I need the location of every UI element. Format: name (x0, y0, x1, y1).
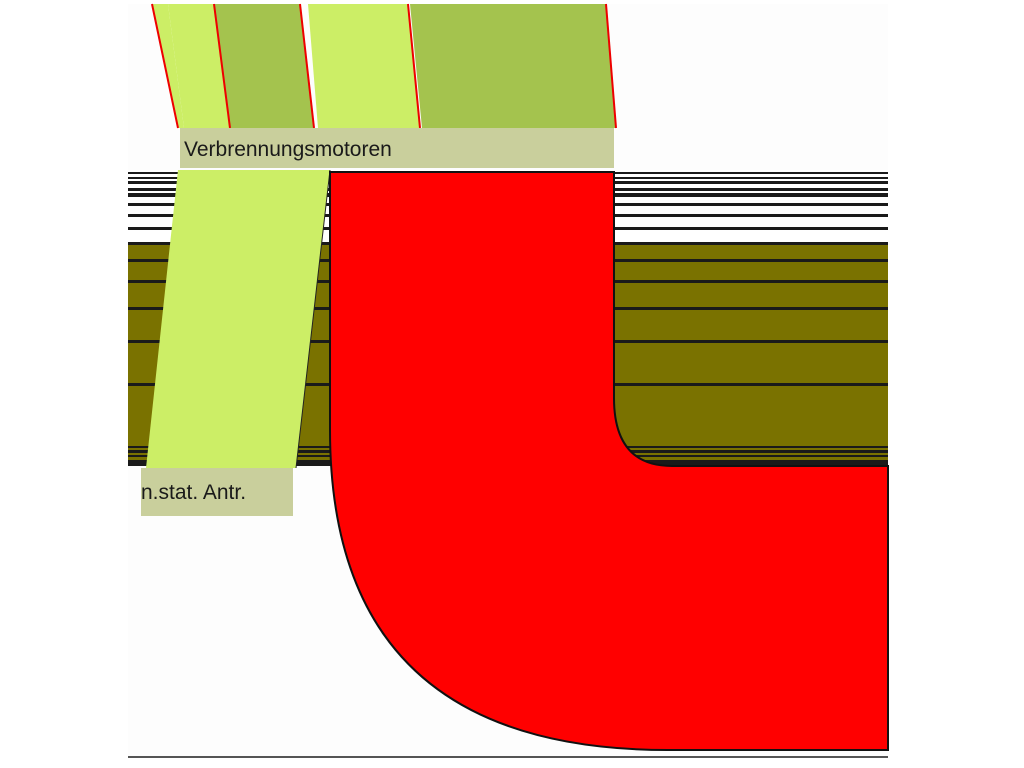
flow-top-2 (168, 4, 230, 128)
flow-top-4 (308, 4, 420, 128)
flow-top-3-edge (213, 3, 231, 129)
flow-top-5-edge (605, 3, 617, 129)
flow-stationary-drives-edge (295, 169, 331, 469)
flow-top-1 (152, 4, 184, 128)
flow-top-3 (214, 4, 314, 128)
flow-main-red (329, 171, 889, 751)
flow-top-1-edge (151, 3, 179, 129)
flow-top-5 (410, 4, 616, 128)
flow-top-3-edge-right (299, 3, 315, 129)
flow-top-4-edge (407, 3, 421, 129)
node-label-combustion-engines: Verbrennungsmotoren (180, 128, 614, 168)
flow-stationary-drives (146, 170, 330, 468)
node-label-stationary-drives: n.stat. Antr. (141, 468, 293, 516)
